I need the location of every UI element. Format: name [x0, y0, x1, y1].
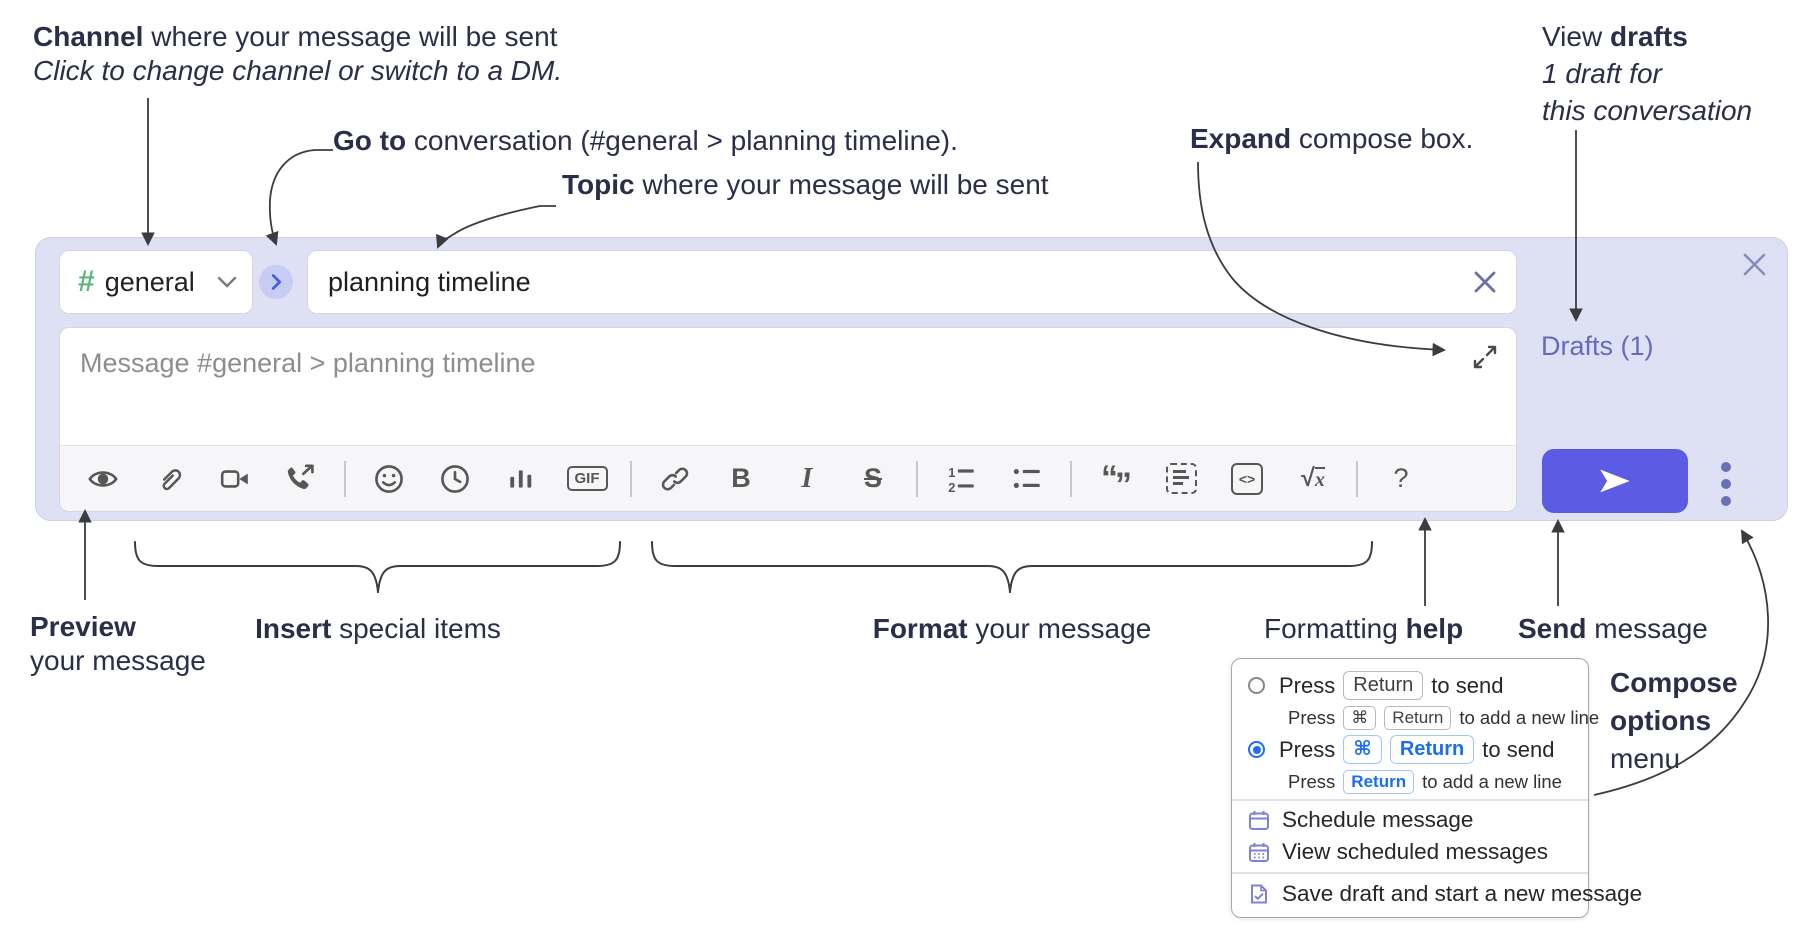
format-brace-right	[1009, 541, 1373, 593]
annotation-drafts-pre: View	[1542, 21, 1610, 52]
annotation-expand-rest: compose box.	[1291, 123, 1474, 154]
calendar-grid-icon	[1249, 843, 1269, 862]
link-icon[interactable]	[642, 455, 708, 503]
topic-input[interactable]	[308, 266, 1454, 298]
menu-divider	[1232, 799, 1588, 801]
annotation-goto-bold: Go to	[333, 125, 407, 156]
svg-text:2: 2	[948, 479, 955, 494]
italic-icon[interactable]: I	[801, 462, 813, 494]
label-format: Format your message	[872, 613, 1152, 644]
annotation-goto-rest: conversation (#general > planning timeli…	[406, 125, 958, 156]
keycap-return: Return	[1389, 735, 1475, 764]
menu-divider	[1232, 872, 1588, 874]
toolbar-divider	[344, 460, 346, 497]
annotation-drafts-bold: drafts	[1609, 21, 1688, 52]
menu-option1-subtext: Press ⌘ Return to add a new line	[1288, 706, 1600, 730]
toolbar-divider	[1356, 460, 1358, 497]
label-insert: Insert special items	[255, 613, 501, 644]
annotation-channel-rest: where your message will be sent	[143, 21, 558, 52]
keycap-cmd: ⌘	[1343, 735, 1382, 764]
drafts-link[interactable]: Drafts (1)	[1541, 331, 1654, 361]
topic-field	[307, 250, 1517, 314]
keycap-return: Return	[1343, 671, 1424, 700]
bold-icon[interactable]: B	[731, 463, 751, 493]
keycap-cmd: ⌘	[1343, 706, 1377, 730]
connector-goto-curve	[265, 149, 333, 246]
menu-item-view-scheduled[interactable]: View scheduled messages	[1248, 839, 1548, 865]
label-preview: Preview your message	[30, 611, 206, 676]
emoji-icon[interactable]	[356, 455, 422, 503]
hash-icon: #	[78, 265, 95, 298]
format-brace-left	[651, 541, 1011, 593]
menu-item-save-draft[interactable]: Save draft and start a new message	[1248, 881, 1642, 907]
send-plane-icon	[1600, 469, 1630, 493]
poll-bars-icon[interactable]	[488, 455, 554, 503]
message-area: GIF B I S 12 “”	[59, 327, 1517, 512]
label-formatting-help: Formatting help	[1264, 613, 1464, 644]
menu-option-cmd-return-to-send[interactable]: Press ⌘ Return to send	[1248, 735, 1554, 764]
svg-text:1: 1	[948, 464, 955, 479]
calendar-icon	[1249, 811, 1269, 830]
strikethrough-icon[interactable]: S	[863, 463, 882, 493]
annotation-expand: Expand compose box.	[1190, 122, 1473, 156]
chevron-right-icon	[271, 274, 282, 290]
annotation-drafts-line3: this conversation	[1542, 95, 1753, 126]
insert-brace-right	[377, 541, 621, 593]
gif-icon[interactable]: GIF	[554, 455, 620, 503]
clear-topic-icon[interactable]	[1454, 269, 1516, 295]
video-clip-icon[interactable]	[202, 455, 268, 503]
audio-call-icon[interactable]	[268, 455, 334, 503]
annotation-topic-rest: where your message will be sent	[634, 169, 1049, 200]
annotation-goto: Go to conversation (#general > planning …	[333, 124, 958, 158]
toolbar-divider	[1070, 460, 1072, 497]
inline-code-icon[interactable]: <>	[1214, 455, 1280, 503]
blockquote-icon[interactable]: “”	[1101, 459, 1132, 504]
menu-option-return-to-send[interactable]: Press Return to send	[1248, 671, 1503, 700]
message-input[interactable]	[74, 342, 1466, 440]
draft-document-icon	[1251, 884, 1267, 904]
send-button[interactable]	[1542, 449, 1688, 513]
label-compose-options: Compose options menu	[1610, 667, 1738, 774]
code-block-icon[interactable]	[1148, 455, 1214, 503]
annotation-topic-bold: Topic	[562, 169, 635, 200]
radio-selected-icon[interactable]	[1248, 741, 1265, 758]
formatting-help-icon[interactable]: ?	[1393, 463, 1409, 493]
channel-selector[interactable]: # general	[59, 250, 253, 314]
gif-label: GIF	[566, 466, 608, 491]
channel-name: general	[104, 266, 195, 297]
annotation-channel-bold: Channel	[33, 21, 144, 52]
insert-brace-left	[134, 541, 379, 593]
compose-options-menu: Press Return to send Press ⌘ Return to a…	[1231, 658, 1642, 918]
annotation-expand-bold: Expand	[1190, 123, 1292, 154]
chevron-down-icon	[217, 276, 237, 288]
close-icon[interactable]	[1736, 246, 1772, 282]
menu-item-schedule-message[interactable]: Schedule message	[1248, 807, 1473, 833]
formula-icon[interactable]: √x	[1301, 464, 1325, 492]
goto-conversation-button[interactable]	[259, 265, 293, 299]
toolbar-divider	[916, 460, 918, 497]
annotation-topic: Topic where your message will be sent	[562, 168, 1049, 202]
annotation-channel: Channel where your message will be sent …	[33, 20, 562, 88]
compose-box: # general	[35, 237, 1788, 521]
keycap-return: Return	[1343, 770, 1415, 794]
keycap-return: Return	[1384, 706, 1452, 730]
preview-eye-icon[interactable]	[70, 455, 136, 503]
label-send: Send message	[1518, 613, 1708, 644]
compose-options-icon[interactable]	[1708, 456, 1744, 512]
radio-unselected-icon[interactable]	[1248, 677, 1265, 694]
annotation-channel-sub: Click to change channel or switch to a D…	[33, 55, 563, 86]
annotation-view-drafts: View drafts 1 draft for this conversatio…	[1542, 18, 1752, 129]
toolbar-divider	[630, 460, 632, 497]
attach-paperclip-icon[interactable]	[136, 455, 202, 503]
expand-compose-icon[interactable]	[1470, 342, 1500, 372]
annotation-drafts-line2: 1 draft for	[1542, 58, 1662, 89]
bulleted-list-icon[interactable]	[994, 455, 1060, 503]
recent-clock-icon[interactable]	[422, 455, 488, 503]
menu-option2-subtext: Press Return to add a new line	[1288, 770, 1562, 794]
